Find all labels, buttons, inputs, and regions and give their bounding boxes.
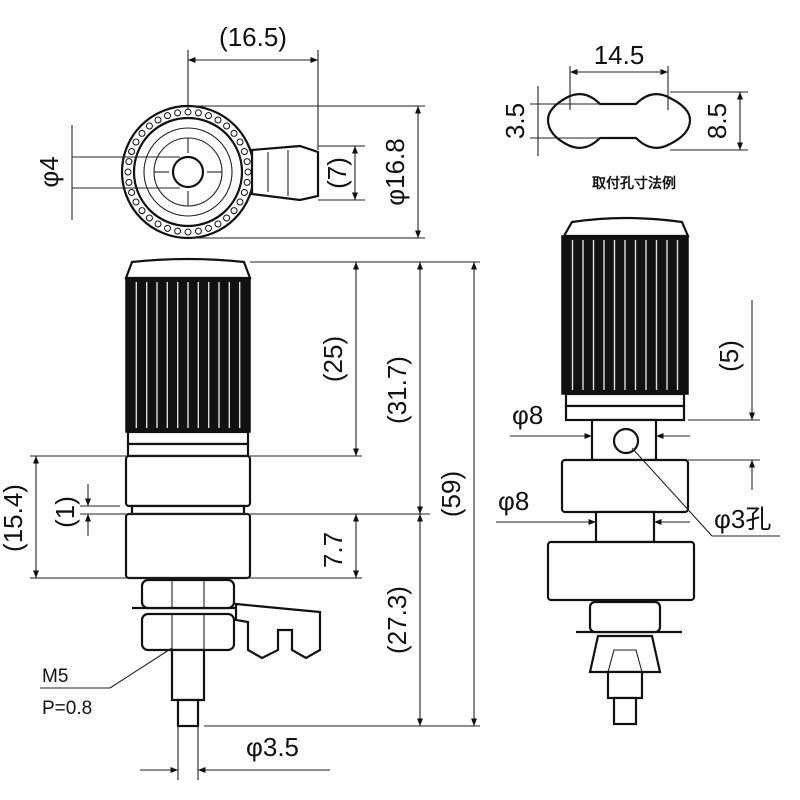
- knurl-tooth: [223, 122, 231, 130]
- side-solder-lug: [234, 602, 322, 660]
- knurl-tooth: [205, 224, 212, 232]
- mount-cap-band: [564, 392, 686, 408]
- collar-gap: [130, 504, 246, 516]
- knurl-tooth: [164, 112, 171, 120]
- knurl-tooth: [164, 224, 171, 232]
- thread-label: M5: [42, 666, 68, 687]
- knurl-tooth: [240, 148, 248, 155]
- hole-height-label: 8.5: [702, 103, 732, 139]
- mount-lug: [588, 634, 662, 674]
- cross-hole-label: φ3孔: [714, 504, 771, 534]
- knurl-tooth: [194, 109, 202, 117]
- knurl-tooth: [243, 158, 251, 166]
- knurl-tooth: [124, 168, 132, 176]
- solder-lug: [250, 144, 320, 202]
- knurl-tooth: [132, 198, 140, 206]
- knurl-tooth: [128, 189, 136, 196]
- gap-label: (1): [50, 496, 80, 528]
- lower-height-label: (27.3): [382, 586, 412, 654]
- knurl-tooth: [243, 178, 251, 186]
- mount-cap-band-2: [564, 404, 686, 422]
- knurl-tooth: [194, 227, 202, 235]
- knurl-tooth: [145, 122, 153, 130]
- mount-base: [546, 540, 696, 602]
- shaft-tip: [176, 698, 200, 728]
- top-view: (16.5) φ4 (7) φ16.8: [34, 22, 425, 240]
- side-view: (25) (31.7) (59) (15.4) (1) 7.7 (27.3) M…: [0, 257, 480, 780]
- mount-nut-upper: [588, 600, 662, 634]
- cap-face-ring: [143, 127, 233, 217]
- flat-label: 3.5: [500, 103, 530, 139]
- hole-width-label: 14.5: [594, 40, 645, 70]
- knurl-tooth: [174, 109, 182, 117]
- cap-band-2: [126, 442, 250, 458]
- bore-label: φ4: [34, 156, 64, 187]
- knurl-teeth: [124, 108, 252, 236]
- mount-cap-stripes: [571, 240, 679, 390]
- threaded-shaft: [170, 648, 206, 702]
- mount-cap-top: [562, 216, 690, 238]
- top-width-label: (16.5): [219, 22, 287, 52]
- base-insulator: [124, 512, 252, 580]
- shaft-upper-label: φ8: [512, 400, 543, 430]
- tip-label: φ3.5: [246, 732, 299, 762]
- knurl-tooth: [154, 220, 162, 228]
- mount-shaft-tip: [612, 696, 638, 726]
- outer-diameter-label: φ16.8: [380, 138, 410, 205]
- collar-height-label: (15.4): [0, 484, 28, 552]
- knurl-tooth: [230, 207, 238, 215]
- clearance-label: (5): [714, 340, 744, 372]
- cross-hole-leader: [631, 447, 713, 537]
- pitch-label: P=0.8: [42, 698, 92, 719]
- knurl-tooth: [214, 116, 222, 124]
- mount-shaft-tip-upper: [606, 670, 644, 700]
- knurl-tooth: [205, 112, 212, 120]
- cap-height-label: (25): [318, 336, 348, 382]
- knurl-tooth: [223, 214, 231, 222]
- knurl-tooth: [145, 214, 153, 222]
- cap-stripes: [135, 282, 241, 428]
- cap-top: [124, 257, 252, 280]
- knurl-tooth: [236, 138, 244, 146]
- base-height-label: 7.7: [318, 532, 348, 568]
- knurl-tooth: [132, 138, 140, 146]
- mounting-hole-shape: [546, 93, 692, 149]
- knurl-tooth: [184, 228, 192, 236]
- bore-circle: [171, 155, 205, 189]
- knurl-tooth: [174, 227, 182, 235]
- mounting-hole-caption: 取付孔寸法例: [592, 175, 676, 192]
- lug-label: (7): [322, 157, 352, 189]
- knurl-tooth: [128, 148, 136, 155]
- knurl-tooth: [230, 129, 238, 137]
- knurl-tooth: [125, 158, 133, 166]
- mount-shaft-lower: [594, 510, 656, 544]
- knurl-tooth: [125, 178, 133, 186]
- knurl-tooth: [138, 129, 146, 137]
- cap-band-1: [126, 430, 250, 446]
- nut-lower: [140, 612, 236, 652]
- shaft-lower-label: φ8: [498, 486, 529, 516]
- knurl-tooth: [240, 189, 248, 196]
- lug-details: [267, 150, 289, 196]
- knurl-tooth: [214, 220, 222, 228]
- mount-collar: [560, 458, 690, 514]
- mount-lug-detail: [607, 649, 643, 673]
- knurl-tooth: [154, 116, 162, 124]
- upper-collar: [124, 454, 252, 508]
- upper-height-label: (31.7): [382, 356, 412, 424]
- knurl-tooth: [244, 168, 252, 176]
- cross-hole: [612, 427, 640, 455]
- mount-view: 14.5 3.5 8.5 取付孔寸法例: [496, 40, 780, 726]
- thread-leader: [109, 647, 173, 689]
- knurl-tooth: [138, 207, 146, 215]
- knurl-tooth: [236, 198, 244, 206]
- nut-upper: [140, 578, 236, 610]
- total-height-label: (59): [436, 471, 466, 517]
